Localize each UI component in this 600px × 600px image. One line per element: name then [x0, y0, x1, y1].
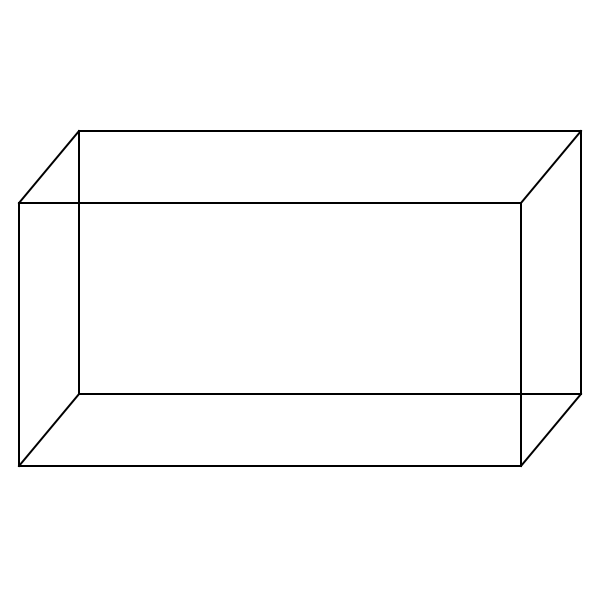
depth-edge-top-left — [17, 129, 81, 205]
depth-edge-top-right — [519, 129, 583, 205]
depth-edge-bottom-left — [17, 392, 81, 468]
depth-edge-bottom-right — [519, 392, 583, 468]
cuboid-wireframe — [17, 129, 583, 468]
